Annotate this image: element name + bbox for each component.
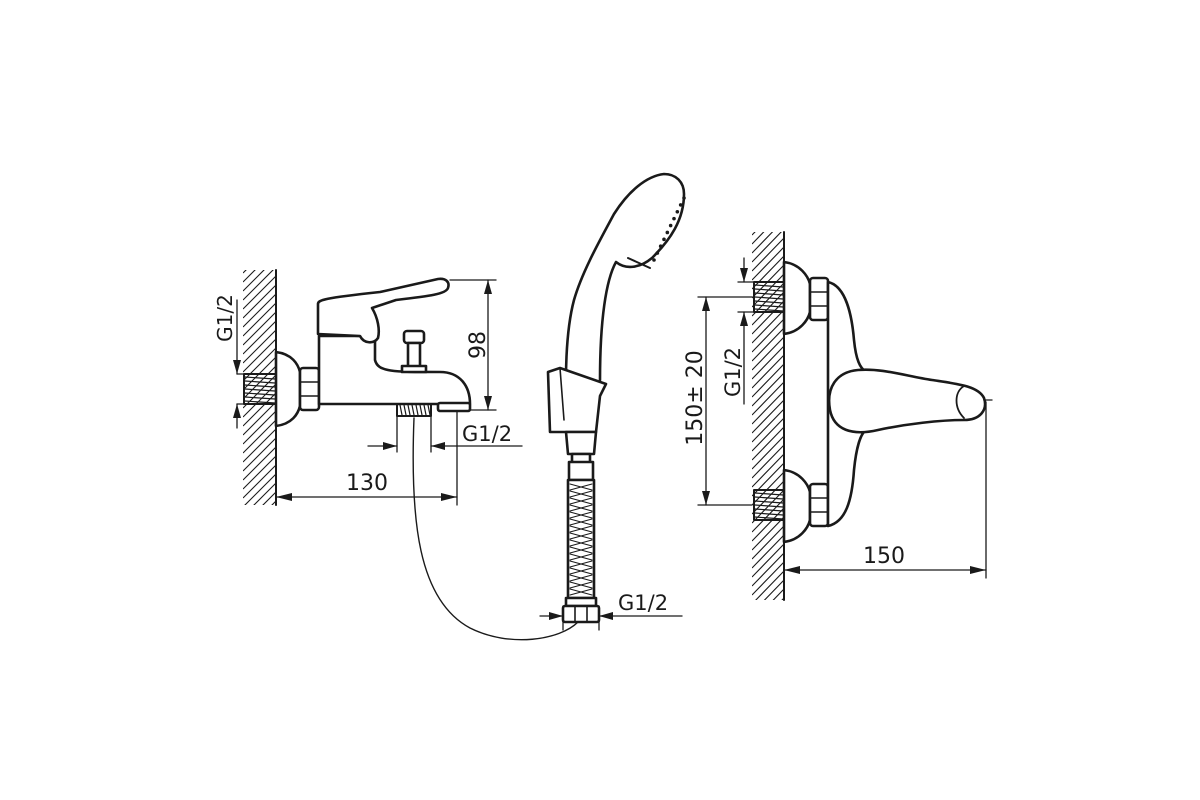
- shower-head: [564, 172, 686, 424]
- right-mixer-dimensions: 150± 20 G1/2 150: [683, 257, 993, 579]
- height-98-label: 98: [466, 331, 491, 359]
- left-mixer-lever: [316, 277, 450, 344]
- shower-mixer-front-view: [752, 231, 987, 601]
- inlet-spacing-label: 150± 20: [683, 350, 708, 445]
- left-mixer-body: [317, 334, 472, 406]
- hose-nut-dimension: G1/2: [539, 591, 683, 631]
- bath-mixer-side-view: [243, 269, 472, 506]
- right-inlet-thread-label: G1/2: [721, 347, 745, 397]
- shower-nozzles: [652, 196, 686, 262]
- diverter-knob: [400, 329, 428, 374]
- right-wall: [752, 231, 785, 601]
- left-mixer-dimensions: G1/2 98 G1/2 130: [213, 279, 523, 506]
- spout-outlet-thread: [396, 403, 432, 417]
- hose-nut: [561, 596, 601, 624]
- left-escutcheon: [274, 350, 302, 428]
- hand-shower-set: [412, 172, 686, 641]
- depth-150-label: 150: [863, 544, 905, 569]
- left-inlet-thread-label: G1/2: [213, 294, 237, 342]
- right-upper-inlet: [753, 260, 830, 336]
- right-lower-inlet: [753, 468, 830, 544]
- left-wall: [243, 269, 277, 506]
- left-connector-nut: [298, 366, 321, 412]
- right-mixer-lever: [827, 368, 987, 434]
- spout-outlet-thread-label: G1/2: [462, 422, 512, 446]
- hose-nut-thread-label: G1/2: [618, 591, 668, 615]
- hose-routing-line: [412, 417, 579, 641]
- depth-130-label: 130: [346, 471, 388, 496]
- braided-hose: [566, 478, 596, 600]
